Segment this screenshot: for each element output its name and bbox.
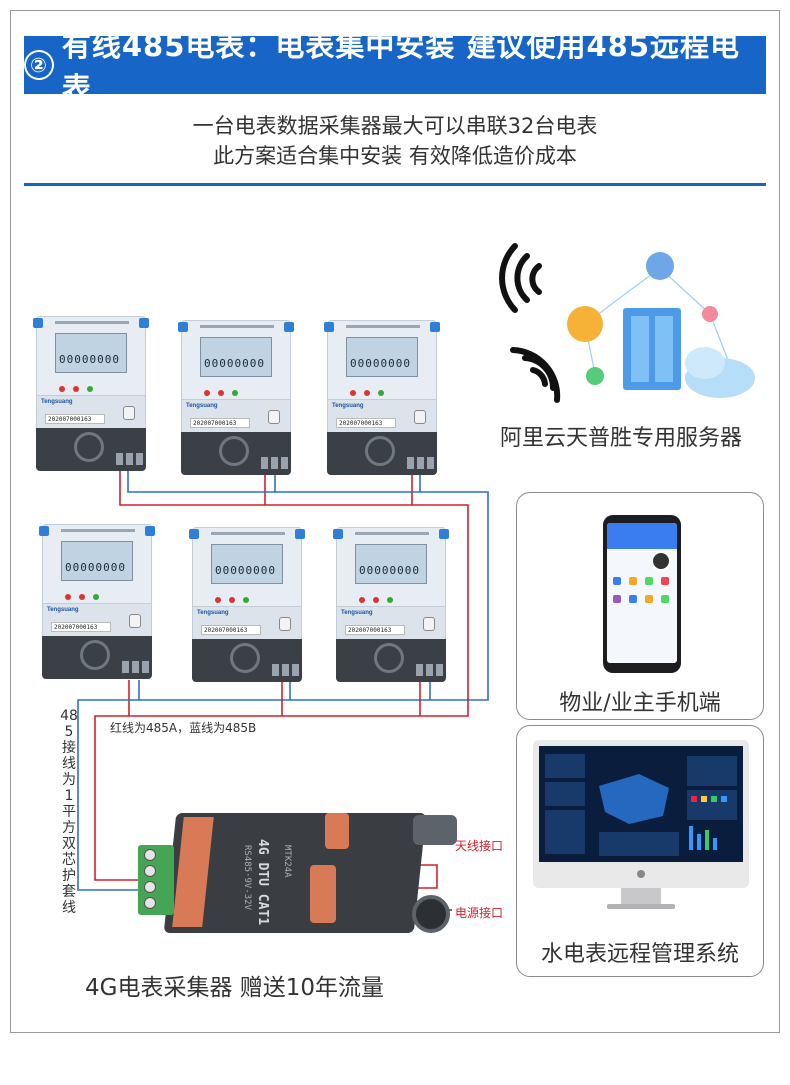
meter-button <box>129 614 141 628</box>
meter-reading: 00000000 <box>350 357 411 370</box>
outer-frame <box>10 10 780 1033</box>
cloud-caption: 阿里云天普胜专用服务器 <box>500 426 743 451</box>
meter-brand: Tengsuang <box>341 610 373 616</box>
electric-meter: 00000000 Tengsuang 202007000163 <box>324 320 440 475</box>
meter-brand: Tengsuang <box>41 399 73 405</box>
wire-color-note: 红线为485A，蓝线为485B <box>110 721 257 735</box>
blue-wire-top <box>127 470 489 701</box>
header-banner: ② 有线485电表：电表集中安装 建议使用485远程电表 <box>24 29 766 105</box>
wifi-icon <box>499 243 542 313</box>
brand-badge <box>310 865 336 923</box>
phone-app-card: 物业/业主手机端 <box>516 492 764 720</box>
dtu-caption: 4G电表采集器 赠送10年流量 <box>85 975 385 1001</box>
wifi-icon-2 <box>510 347 561 403</box>
meter-brand: Tengsuang <box>197 610 229 616</box>
subtitle-line-2: 此方案适合集中安装 有效降低造价成本 <box>213 144 577 168</box>
cable-spec-note: 485接线为1平方双芯护套线 <box>60 708 78 916</box>
dtu-gateway: 4G DTU CAT1 MTK24A RS485·9V-32V <box>138 805 457 940</box>
cloud-server-illustration <box>499 243 755 403</box>
meter-serial: 202007000163 <box>190 418 250 428</box>
meter-button <box>279 617 291 631</box>
meter-button <box>268 410 280 424</box>
meter-button <box>414 410 426 424</box>
electric-meter: 00000000 Tengsuang 202007000163 <box>39 524 155 679</box>
meter-reading: 00000000 <box>359 564 420 577</box>
user-icon <box>646 252 674 280</box>
meter-serial: 202007000163 <box>51 622 111 632</box>
monitor-icon <box>533 740 749 888</box>
meter-button <box>123 406 135 420</box>
phone-icon <box>603 515 681 673</box>
terminal-block <box>138 845 174 915</box>
antenna-port-label: 天线接口 <box>455 839 504 853</box>
avatar <box>651 551 671 571</box>
electric-meter: 00000000 Tengsuang 202007000163 <box>33 316 149 471</box>
meter-serial: 202007000163 <box>345 625 405 635</box>
antenna-port <box>413 815 457 845</box>
electric-meter: 00000000 Tengsuang 202007000163 <box>189 527 305 682</box>
meter-reading: 00000000 <box>65 561 126 574</box>
management-system-card: 水电表远程管理系统 <box>516 725 764 977</box>
meter-brand: Tengsuang <box>47 607 79 613</box>
dtu-model-spec: RS485·9V-32V <box>242 845 252 911</box>
header-title: 有线485电表：电表集中安装 建议使用485远程电表 <box>61 29 741 105</box>
red-wire-dtu <box>410 864 438 889</box>
meter-reading: 00000000 <box>59 353 120 366</box>
meter-reading: 00000000 <box>204 357 265 370</box>
power-port-label: 电源接口 <box>455 906 504 920</box>
header-divider <box>24 183 766 186</box>
status-icon <box>586 367 604 385</box>
dashboard-screen <box>545 754 737 856</box>
electric-meter: 00000000 Tengsuang 202007000163 <box>178 320 294 475</box>
dtu-model-sub: MTK24A <box>282 845 292 878</box>
meter-reading: 00000000 <box>215 564 276 577</box>
user-icon-small <box>702 306 718 322</box>
pc-caption: 水电表远程管理系统 <box>540 942 739 967</box>
meter-brand: Tengsuang <box>186 403 218 409</box>
blue-wire-main <box>77 699 172 891</box>
electric-meter: 00000000 Tengsuang 202007000163 <box>333 527 449 682</box>
dtu-model: 4G DTU CAT1 <box>255 839 270 926</box>
meter-button <box>423 617 435 631</box>
step-number: ② <box>24 50 54 80</box>
net-indicator <box>325 813 349 849</box>
operator-icon <box>567 306 603 342</box>
red-wire-top <box>119 470 413 506</box>
meter-serial: 202007000163 <box>201 625 261 635</box>
power-port <box>412 895 450 933</box>
meter-brand: Tengsuang <box>332 403 364 409</box>
meter-serial: 202007000163 <box>45 414 105 424</box>
subtitle-line-1: 一台电表数据采集器最大可以串联32台电表 <box>192 114 598 138</box>
phone-caption: 物业/业主手机端 <box>559 691 721 716</box>
meter-serial: 202007000163 <box>336 418 396 428</box>
